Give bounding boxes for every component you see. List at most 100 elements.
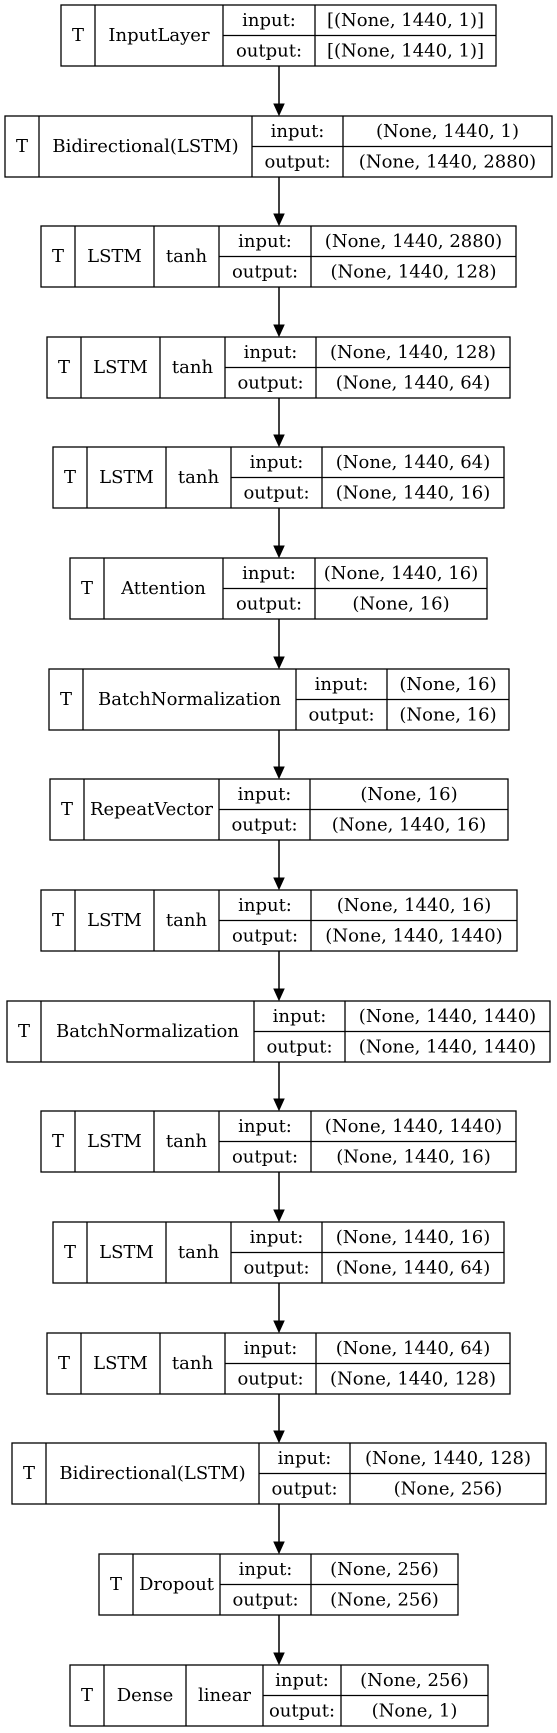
input-label: input:: [244, 342, 298, 363]
layer-name: InputLayer: [108, 25, 210, 46]
input-shape: (None, 16): [360, 784, 457, 805]
input-shape: (None, 16): [399, 674, 496, 695]
layer-name: BatchNormalization: [98, 689, 281, 710]
input-label: input:: [315, 674, 369, 695]
output-label: output:: [232, 261, 298, 282]
layer-flag: T: [61, 799, 73, 820]
arrowhead-icon: [273, 213, 285, 227]
output-shape: (None, 1440, 64): [336, 372, 490, 393]
layer-name: Bidirectional(LSTM): [59, 1463, 245, 1484]
layer-activation: tanh: [166, 1131, 208, 1152]
output-shape: (None, 1440, 128): [330, 1368, 496, 1389]
input-label: input:: [238, 784, 292, 805]
layer-flag: T: [64, 467, 76, 488]
output-label: output:: [236, 40, 302, 61]
layer-flag: T: [81, 578, 93, 599]
output-label: output:: [237, 1368, 303, 1389]
output-label: output:: [264, 151, 330, 172]
output-shape: (None, 16): [399, 704, 496, 725]
input-shape: (None, 256): [360, 1670, 469, 1691]
layer-activation: tanh: [166, 910, 208, 931]
edge-arrow: [273, 508, 285, 559]
layer-node-bidirectional-lstm: T Bidirectional(LSTM) input: output: (None, …: [11, 1442, 547, 1505]
layer-flag: T: [52, 910, 64, 931]
output-shape: (None, 256): [330, 1589, 439, 1610]
input-label: input:: [238, 895, 292, 916]
arrowhead-icon: [273, 434, 285, 448]
output-shape: (None, 1440, 64): [336, 1257, 490, 1278]
output-shape: (None, 1): [372, 1700, 458, 1721]
layer-flag: T: [81, 1685, 93, 1706]
input-shape: (None, 1440, 64): [336, 1338, 490, 1359]
arrowhead-icon: [273, 1430, 285, 1444]
arrowhead-icon: [273, 1098, 285, 1112]
input-label: input:: [242, 563, 296, 584]
output-label: output:: [232, 1589, 298, 1610]
layer-node-batchnormalization: T BatchNormalization input: output: (None, 1…: [48, 668, 510, 731]
output-label: output:: [243, 482, 309, 503]
input-label: input:: [238, 231, 292, 252]
input-label: input:: [278, 1448, 332, 1469]
edge-arrow: [273, 1394, 285, 1444]
output-shape: (None, 1440, 1440): [359, 1036, 536, 1057]
input-shape: [(None, 1440, 1)]: [327, 10, 484, 31]
output-label: output:: [232, 925, 298, 946]
edge-arrow: [273, 1283, 285, 1334]
output-label: output:: [271, 1478, 337, 1499]
layer-flag: T: [52, 1131, 64, 1152]
layer-activation: tanh: [172, 1353, 214, 1374]
input-shape: (None, 1440, 2880): [325, 231, 502, 252]
input-shape: (None, 1440, 1): [376, 121, 519, 142]
layer-activation: linear: [198, 1685, 251, 1706]
output-label: output:: [308, 704, 374, 725]
output-label: output:: [266, 1036, 332, 1057]
layer-flag: T: [52, 246, 64, 267]
layer-activation: tanh: [178, 1242, 220, 1263]
layer-flag: T: [58, 1353, 70, 1374]
output-label: output:: [269, 1700, 335, 1721]
layer-activation: tanh: [172, 357, 214, 378]
layer-flag: T: [72, 25, 84, 46]
edge-arrow: [273, 287, 285, 338]
input-shape: (None, 1440, 128): [365, 1448, 531, 1469]
output-label: output:: [243, 1257, 309, 1278]
arrowhead-icon: [273, 656, 285, 670]
edge-arrow: [273, 840, 285, 891]
input-label: input:: [239, 1559, 293, 1580]
input-label: input:: [244, 1338, 298, 1359]
edge-arrow: [273, 730, 285, 780]
output-label: output:: [237, 372, 303, 393]
output-label: output:: [236, 593, 302, 614]
edge-arrow: [273, 1172, 285, 1223]
layer-flag: T: [23, 1463, 35, 1484]
input-shape: (None, 1440, 16): [337, 895, 491, 916]
arrowhead-icon: [273, 1209, 285, 1223]
layer-name: LSTM: [87, 246, 142, 267]
output-shape: (None, 256): [394, 1478, 503, 1499]
arrowhead-icon: [273, 877, 285, 891]
output-shape: (None, 1440, 128): [331, 261, 497, 282]
output-shape: [(None, 1440, 1)]: [327, 40, 484, 61]
layer-name: LSTM: [93, 357, 148, 378]
output-shape: (None, 1440, 16): [336, 1146, 490, 1167]
output-label: output:: [231, 814, 297, 835]
input-label: input:: [238, 1116, 292, 1137]
layer-flag: T: [16, 136, 28, 157]
layer-activation: tanh: [178, 467, 220, 488]
layer-flag: T: [60, 689, 72, 710]
input-shape: (None, 1440, 64): [336, 452, 490, 473]
layer-name: Bidirectional(LSTM): [52, 136, 238, 157]
input-shape: (None, 1440, 1440): [359, 1006, 536, 1027]
edge-arrow: [273, 177, 285, 227]
arrowhead-icon: [273, 988, 285, 1002]
edge-arrow: [273, 619, 285, 670]
layer-name: Dense: [117, 1685, 174, 1706]
